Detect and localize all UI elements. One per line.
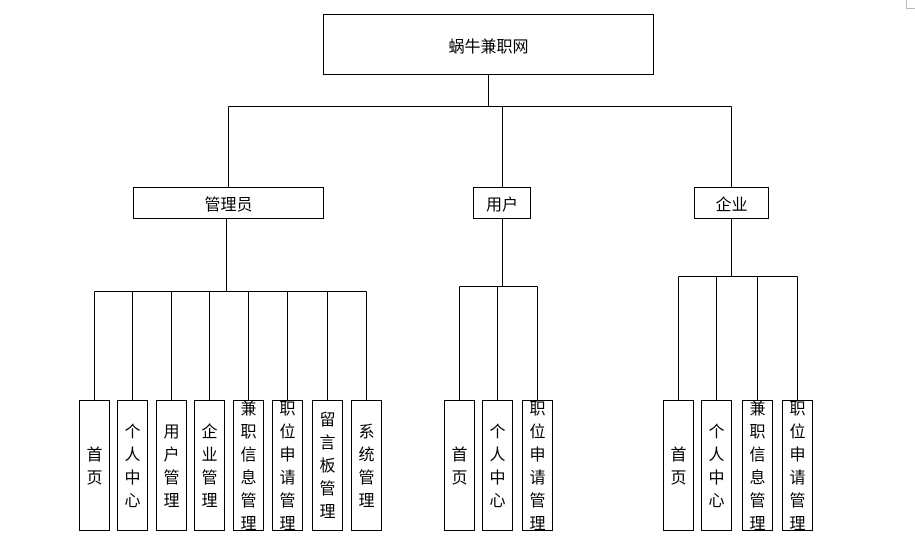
module-node: 系统管理 [351, 400, 382, 531]
module-label: 系统管理 [358, 421, 375, 510]
module-node: 职位申请管理 [782, 399, 813, 533]
module-label: 用户管理 [163, 421, 180, 510]
role-node-enterprise: 企业 [694, 187, 769, 219]
page-corner-mark [906, 0, 915, 9]
module-node: 兼职信息管理 [742, 399, 773, 533]
module-label: 留言板管理 [319, 410, 336, 521]
module-node: 兼职信息管理 [233, 399, 264, 533]
module-label: 职位申请管理 [529, 398, 546, 533]
module-node: 首页 [444, 400, 475, 531]
module-label: 个人中心 [489, 421, 506, 510]
module-label: 职位申请管理 [789, 398, 806, 533]
module-node: 职位申请管理 [522, 399, 553, 533]
role-label: 管理员 [204, 195, 253, 214]
module-node: 企业管理 [194, 400, 225, 531]
module-label: 兼职信息管理 [749, 398, 766, 533]
module-label: 职位申请管理 [279, 398, 296, 533]
module-node: 首页 [79, 400, 110, 531]
root-label: 蜗牛兼职网 [448, 36, 529, 56]
role-node-admin: 管理员 [133, 187, 324, 219]
module-label: 企业管理 [201, 421, 218, 510]
module-node: 个人中心 [117, 400, 148, 531]
module-node: 职位申请管理 [272, 399, 303, 533]
module-node: 个人中心 [701, 400, 732, 531]
module-label: 兼职信息管理 [240, 398, 257, 533]
module-label: 首页 [451, 444, 468, 487]
role-label: 企业 [715, 195, 748, 214]
module-node: 用户管理 [156, 400, 187, 531]
module-label: 个人中心 [708, 421, 725, 510]
module-node: 留言板管理 [312, 400, 343, 531]
module-label: 首页 [670, 444, 687, 487]
module-node: 个人中心 [482, 400, 513, 531]
role-node-user: 用户 [473, 187, 531, 219]
module-label: 首页 [86, 444, 103, 487]
root-node: 蜗牛兼职网 [323, 14, 654, 75]
role-label: 用户 [485, 195, 518, 214]
module-node: 首页 [663, 400, 694, 531]
module-label: 个人中心 [124, 421, 141, 510]
